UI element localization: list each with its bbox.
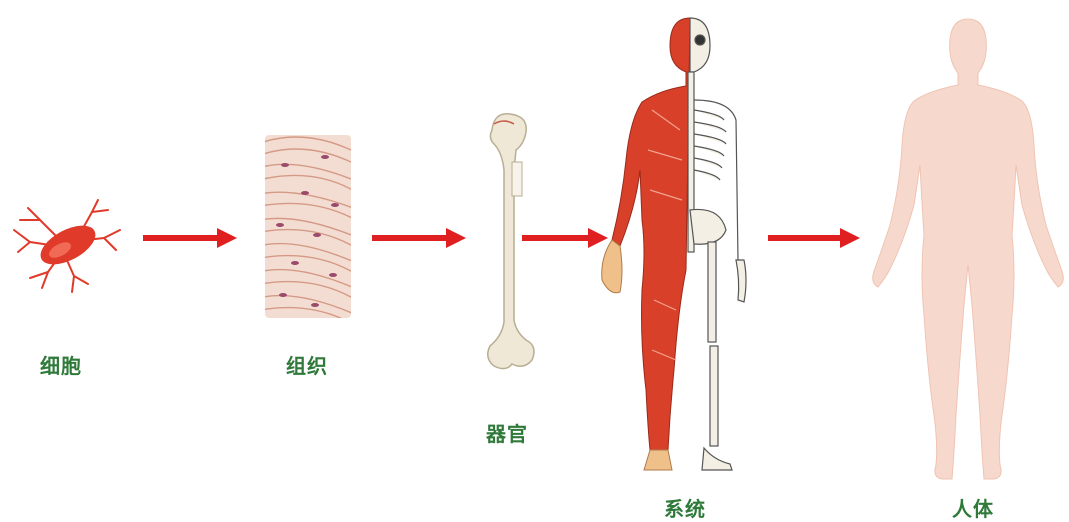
arrow-system-to-body (768, 228, 860, 248)
tissue-illustration (265, 135, 351, 318)
arrow-cell-to-tissue (143, 228, 237, 248)
cell-label: 细胞 (40, 350, 82, 379)
arrow-tissue-to-organ (372, 228, 466, 248)
system-figure-illustration (590, 10, 760, 480)
human-body-illustration (868, 15, 1068, 490)
cell-illustration (0, 190, 130, 300)
tissue-label: 组织 (286, 350, 328, 379)
organ-label: 器官 (486, 418, 528, 447)
system-label: 系统 (664, 493, 706, 522)
body-label: 人体 (952, 493, 994, 522)
